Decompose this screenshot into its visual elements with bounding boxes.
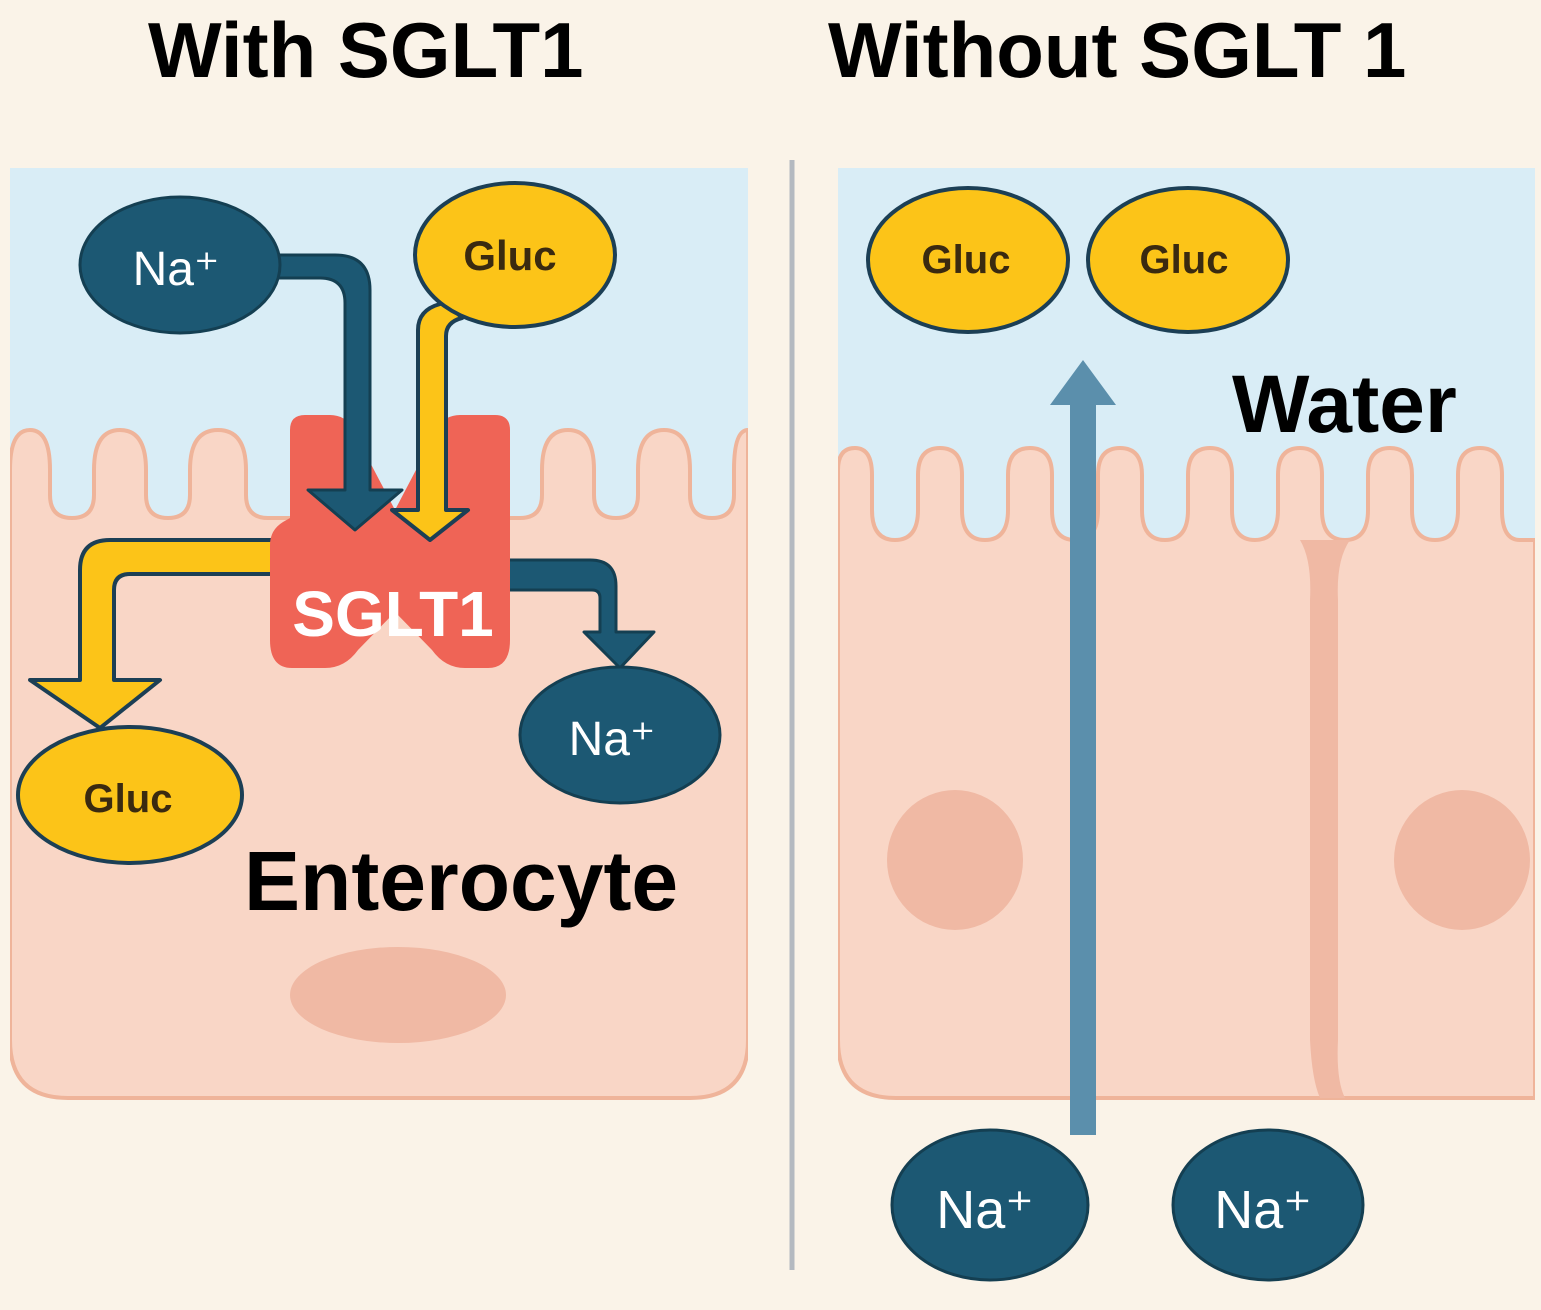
title-without-sglt1: Without SGLT 1: [828, 6, 1407, 94]
enterocyte-label: Enterocyte: [244, 834, 678, 928]
nucleus-right-2: [1394, 790, 1530, 930]
gluc-lumen-label: Gluc: [463, 232, 556, 279]
sglt1-label: SGLT1: [292, 578, 494, 650]
na-exit-arrow: [498, 558, 656, 670]
cell-junction: [1300, 540, 1350, 1098]
gluc-cell-label: Gluc: [84, 777, 173, 821]
gluc-molecule-right-1: Gluc: [866, 186, 1070, 334]
na-entry-arrow: [273, 253, 404, 532]
na-molecule-right-2: Na⁺: [1171, 1128, 1365, 1282]
right-panel: Gluc Gluc Na⁺ Na⁺ Water: [838, 168, 1535, 1282]
nucleus-left: [290, 947, 506, 1043]
na-lumen-label: Na⁺: [133, 243, 220, 296]
na-right-2-label: Na⁺: [1214, 1180, 1312, 1240]
na-molecule-right-1: Na⁺: [890, 1128, 1090, 1282]
enterocyte-left: [10, 427, 748, 1100]
water-arrow: [1050, 360, 1116, 1135]
gluc-exit-arrow: [28, 538, 287, 730]
nucleus-right-1: [887, 790, 1023, 930]
gluc-molecule-right-2: Gluc: [1086, 186, 1290, 334]
title-with-sglt1: With SGLT1: [148, 6, 584, 94]
gluc-entry-arrow: [390, 294, 470, 542]
gluc-right-2-label: Gluc: [1140, 238, 1229, 282]
gluc-molecule-cell: Gluc: [16, 725, 244, 865]
gluc-molecule-lumen: Gluc: [413, 181, 617, 329]
na-molecule-lumen: Na⁺: [78, 195, 282, 335]
sglt1-transporter: [270, 415, 510, 668]
gluc-right-1-label: Gluc: [922, 238, 1011, 282]
enterocytes-right: [838, 445, 1535, 1100]
left-panel: Na⁺ Gluc Gluc Na⁺ SGLT1 Enterocyte: [10, 168, 748, 1100]
na-cell-label: Na⁺: [569, 713, 656, 766]
na-right-1-label: Na⁺: [936, 1180, 1034, 1240]
na-molecule-cell: Na⁺: [518, 665, 722, 805]
water-label: Water: [1232, 359, 1457, 450]
